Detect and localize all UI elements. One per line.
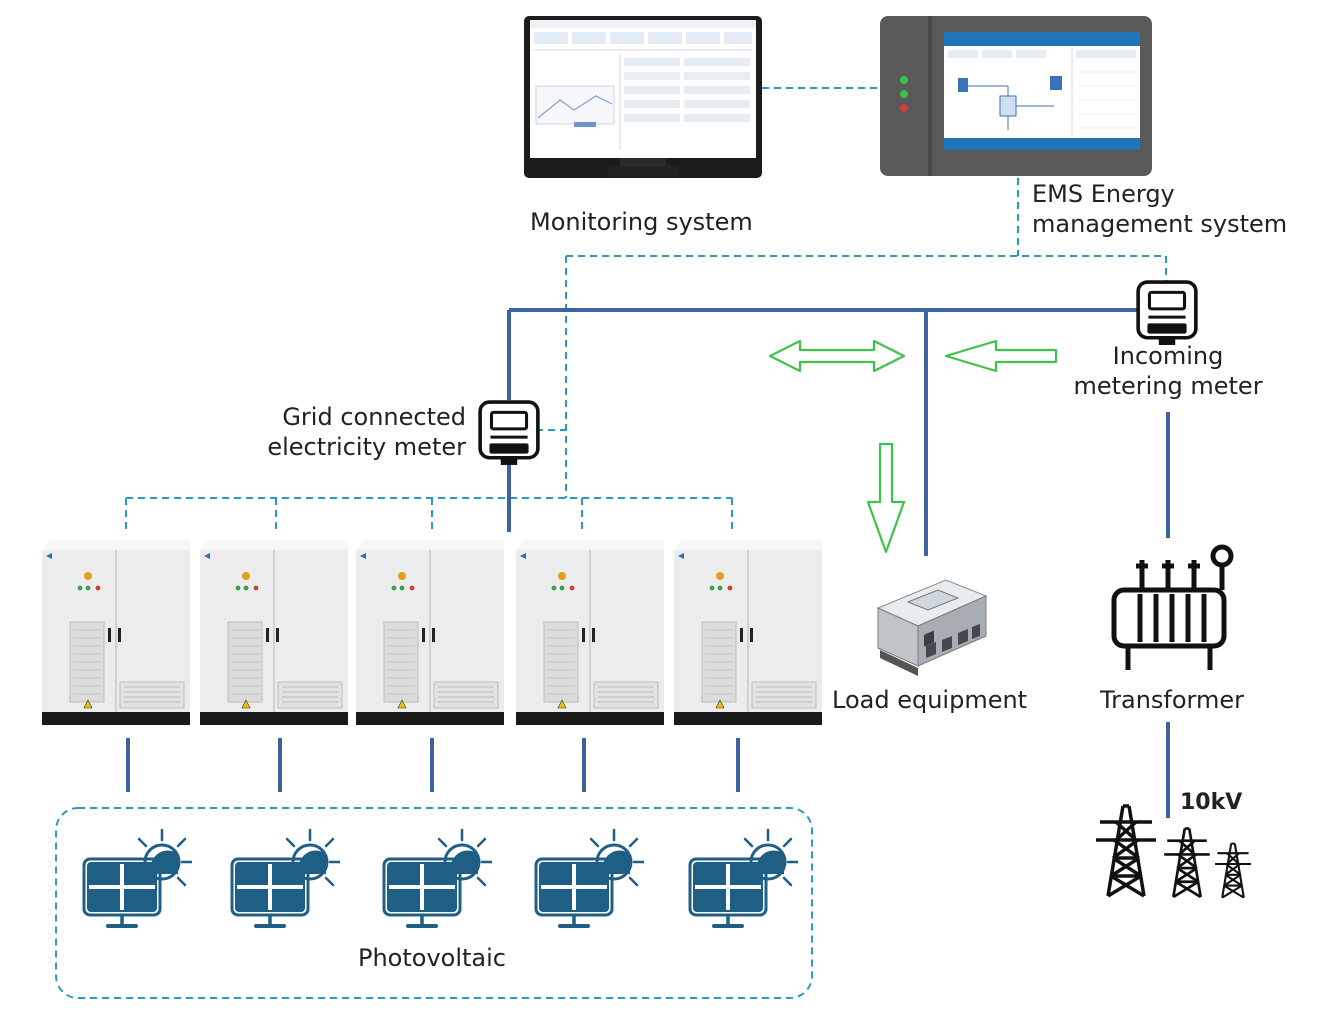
inverter-cabinet-4 [516, 540, 664, 725]
incoming-meter-label-line1: Incoming [1112, 342, 1224, 370]
comm-links [55, 87, 1167, 999]
solar-panel-2 [230, 828, 340, 928]
left-arrow-icon [944, 339, 1058, 373]
bidirectional-arrow-icon [768, 339, 906, 373]
desktop-monitor-icon [524, 16, 762, 178]
ems-touch-panel-icon [880, 16, 1152, 176]
inverter-cabinet-3 [356, 540, 504, 725]
grid-meter-label-line2: electricity meter [267, 433, 466, 461]
incoming-meter-label-line2: metering meter [1073, 372, 1263, 400]
down-arrow-icon [866, 442, 906, 554]
power-lines [126, 308, 1170, 818]
solar-panel-1 [82, 828, 192, 928]
inverter-cabinet-1 [42, 540, 190, 725]
transmission-tower-icon [1096, 806, 1252, 899]
load-equipment-label: Load equipment [832, 686, 1028, 714]
monitoring-system-label: Monitoring system [530, 208, 753, 236]
grid-meter-icon [478, 400, 540, 466]
ems-label-line2: management system [1032, 210, 1288, 238]
inverter-cabinet-2 [200, 540, 348, 725]
transformer-icon [1111, 544, 1234, 670]
load-equipment-icon [876, 579, 988, 676]
ems-label-line1: EMS Energy [1032, 180, 1175, 208]
voltage-label: 10kV [1180, 790, 1243, 815]
flow-arrows [768, 339, 1058, 554]
inverter-cabinet-5 [674, 540, 822, 725]
grid-meter-label-line1: Grid connected [282, 403, 466, 431]
solar-panel-3 [382, 828, 492, 928]
solar-panel-4 [534, 828, 644, 928]
transformer-label: Transformer [1100, 686, 1245, 714]
incoming-meter-icon [1136, 280, 1198, 346]
pv-group-boundary [55, 807, 813, 999]
solar-panel-5 [688, 828, 798, 928]
photovoltaic-label: Photovoltaic [358, 944, 506, 972]
